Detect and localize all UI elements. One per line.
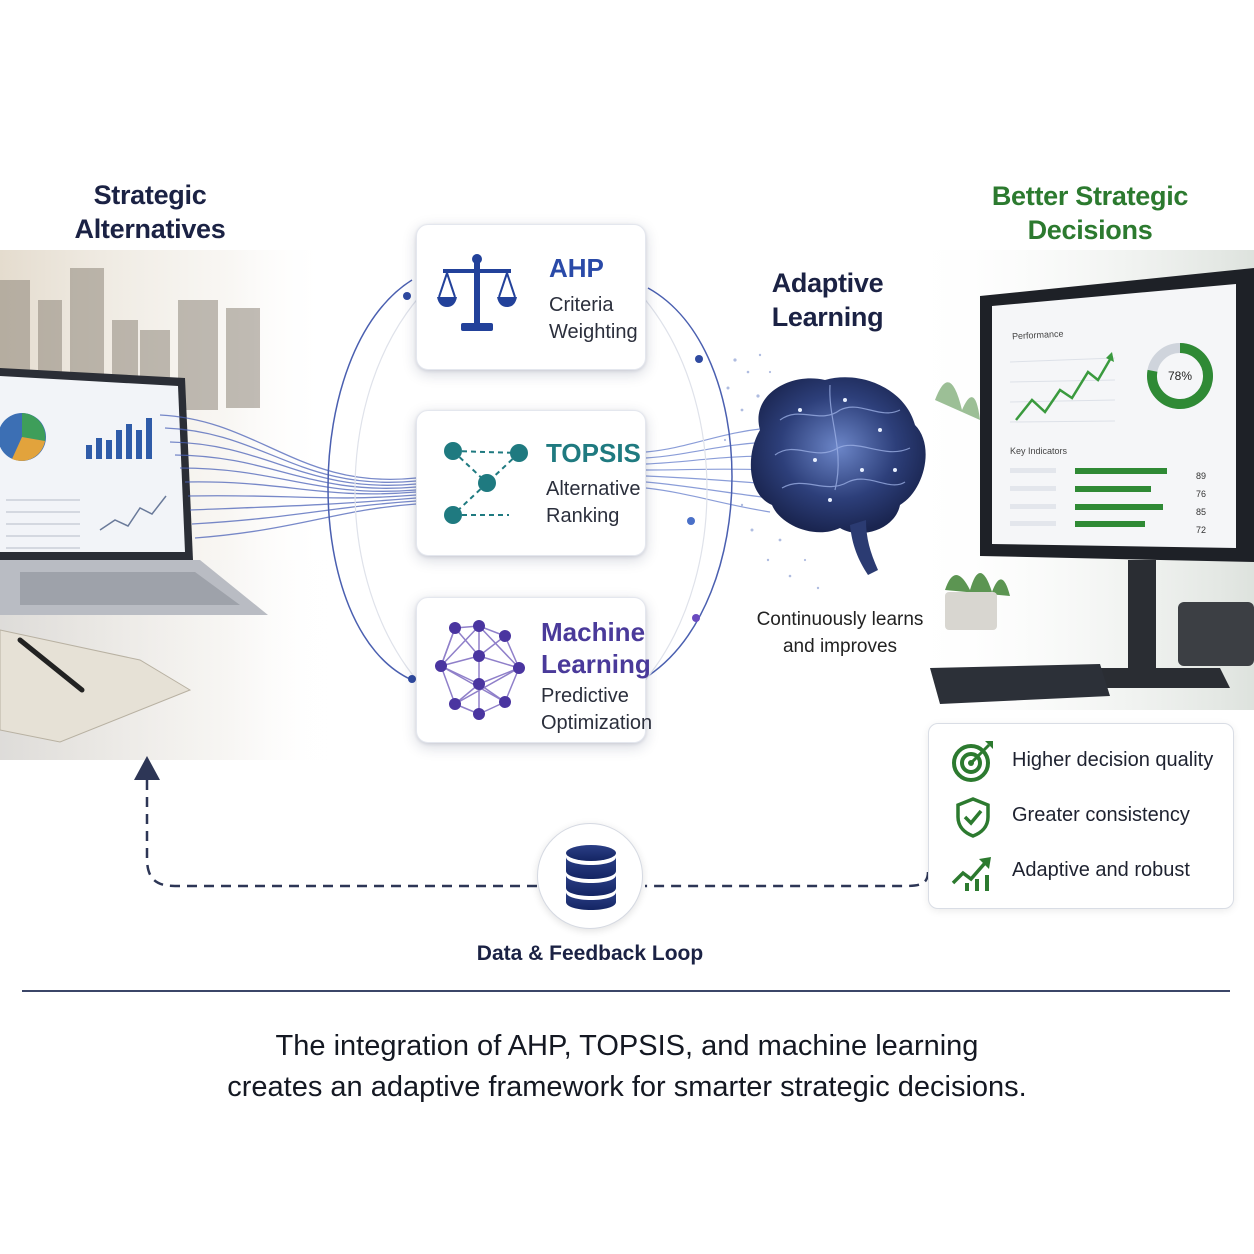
better-decisions-heading: Better Strategic Decisions bbox=[965, 179, 1215, 247]
machine-learning-card: Machine Learning Predictive Optimization bbox=[416, 597, 652, 743]
indicator-value: 89 bbox=[1196, 471, 1207, 481]
heading-line: Adaptive bbox=[771, 268, 884, 298]
topsis-card: TOPSIS Alternative Ranking bbox=[416, 410, 646, 556]
scale-icon bbox=[437, 254, 517, 331]
benefit-label: Higher decision quality bbox=[1012, 749, 1214, 771]
trend-up-icon bbox=[951, 857, 991, 891]
key-indicator-bars bbox=[1010, 468, 1167, 527]
summary-line2: creates an adaptive framework for smarte… bbox=[227, 1071, 1027, 1103]
brain-caption: Continuously learns and improves bbox=[745, 606, 935, 660]
ranking-nodes-icon bbox=[444, 442, 528, 524]
notebook-icon bbox=[0, 629, 192, 743]
feedback-loop-arrow bbox=[134, 756, 930, 888]
brain-icon bbox=[723, 353, 926, 590]
ahp-subtitle-line1: Criteria bbox=[549, 294, 614, 316]
right-scene bbox=[900, 250, 1254, 710]
indicator-value: 85 bbox=[1196, 507, 1207, 517]
performance-chart bbox=[1009, 352, 1116, 423]
performance-donut bbox=[1147, 343, 1213, 409]
heading-line: Alternatives bbox=[74, 214, 226, 244]
shield-check-icon bbox=[956, 797, 990, 838]
topsis-title: TOPSIS bbox=[546, 438, 641, 468]
benefit-item: Higher decision quality bbox=[947, 739, 1227, 783]
heading-line: Learning bbox=[771, 302, 884, 332]
ahp-subtitle-line2: Weighting bbox=[549, 321, 638, 343]
ml-title-line1: Machine bbox=[541, 617, 646, 647]
benefit-item: Greater consistency bbox=[947, 794, 1227, 838]
strategic-alternatives-heading: Strategic Alternatives bbox=[40, 178, 260, 246]
benefit-label: Adaptive and robust bbox=[1012, 859, 1190, 881]
caption-line: and improves bbox=[782, 636, 898, 657]
mug-icon bbox=[1178, 602, 1254, 666]
feedback-database bbox=[537, 823, 643, 929]
left-scene bbox=[0, 250, 340, 760]
target-icon bbox=[952, 741, 993, 782]
indicator-value: 76 bbox=[1196, 489, 1207, 499]
desk-notebook bbox=[930, 664, 1110, 704]
ml-subtitle-line1: Predictive bbox=[541, 685, 629, 707]
ahp-card: AHP Criteria Weighting bbox=[416, 224, 646, 370]
adaptive-learning-heading: Adaptive Learning bbox=[745, 266, 910, 334]
ahp-title: AHP bbox=[549, 253, 604, 283]
plant-icon bbox=[935, 382, 1010, 630]
indicator-values: 89 76 85 72 bbox=[1196, 467, 1206, 539]
donut-value: 78% bbox=[1167, 369, 1193, 383]
topsis-subtitle-line2: Ranking bbox=[546, 505, 620, 527]
benefit-item: Adaptive and robust bbox=[947, 849, 1227, 893]
laptop-icon bbox=[0, 368, 268, 615]
summary-line1: The integration of AHP, TOPSIS, and mach… bbox=[275, 1030, 979, 1062]
indicator-value: 72 bbox=[1196, 525, 1207, 535]
benefits-panel: Higher decision quality Greater consiste… bbox=[928, 723, 1234, 909]
heading-line: Better Strategic bbox=[991, 181, 1189, 211]
section-divider bbox=[22, 990, 1230, 992]
heading-line: Decisions bbox=[1027, 215, 1153, 245]
ml-title-line2: Learning bbox=[541, 649, 651, 679]
topsis-subtitle-line1: Alternative bbox=[546, 478, 641, 500]
data-streams-left bbox=[159, 414, 417, 539]
feedback-loop-label: Data & Feedback Loop bbox=[476, 942, 704, 965]
benefit-label: Greater consistency bbox=[1012, 804, 1190, 826]
donut-fill bbox=[1147, 343, 1213, 409]
key-indicators-label: Key Indicators bbox=[1010, 446, 1068, 456]
heading-line: Strategic bbox=[93, 180, 207, 210]
caption-line: Continuously learns bbox=[756, 609, 924, 630]
neural-network-icon bbox=[435, 620, 525, 720]
ml-subtitle-line2: Optimization bbox=[541, 712, 653, 734]
database-icon bbox=[566, 845, 616, 910]
